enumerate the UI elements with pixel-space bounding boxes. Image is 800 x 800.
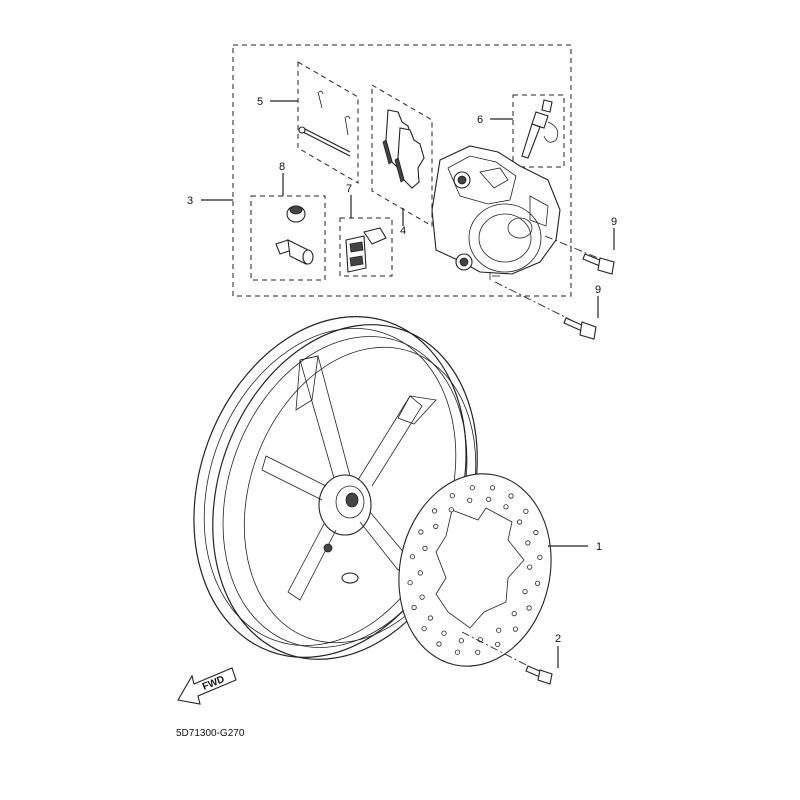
- disc-hole: [534, 580, 541, 586]
- callout-9-upper: 9: [611, 216, 617, 228]
- callout-3: 3: [187, 195, 193, 207]
- caliper-bolt-lower: 9: [494, 281, 601, 340]
- disc-hole: [486, 496, 492, 502]
- callout-5: 5: [257, 96, 263, 108]
- disc-hole: [469, 485, 475, 491]
- disc-hole: [418, 529, 424, 535]
- callout-1: 1: [596, 541, 602, 553]
- forward-direction-arrow: FWD: [177, 667, 237, 705]
- disc-hole: [522, 588, 528, 595]
- disc-hole: [436, 641, 442, 647]
- disc-hole: [458, 638, 464, 644]
- disc-hole: [467, 497, 473, 503]
- disc-hole: [527, 564, 533, 570]
- disc-hole: [411, 604, 417, 611]
- disc-hole: [508, 493, 514, 499]
- callout-7: 7: [346, 183, 352, 195]
- brake-caliper: [431, 145, 561, 280]
- bleed-screw-kit: 6: [477, 94, 565, 168]
- callout-8: 8: [279, 161, 285, 173]
- disc-hole: [512, 626, 519, 632]
- disc-hole: [503, 504, 509, 510]
- brake-pad-kit: 4: [371, 84, 433, 237]
- disc-hole: [409, 554, 415, 560]
- disc-hole: [496, 627, 502, 633]
- disc-hole: [431, 508, 438, 514]
- callout-2: 2: [555, 633, 561, 645]
- disc-hole: [433, 523, 439, 530]
- disc-hole: [449, 493, 455, 499]
- disc-hole: [417, 570, 423, 576]
- disc-hole: [421, 626, 427, 632]
- disc-hole: [448, 507, 454, 513]
- caliper-seal-kit: 8: [250, 161, 326, 281]
- support-spring-kit: 7: [339, 183, 393, 277]
- caliper-assembly-group: 3: [187, 44, 572, 297]
- disc-hole: [454, 649, 461, 655]
- disc-hole: [526, 605, 532, 611]
- callout-4: 4: [400, 225, 406, 237]
- diagram-code: 5D71300-G270: [176, 728, 245, 739]
- disc-hole: [523, 508, 529, 514]
- disc-hole: [495, 641, 501, 647]
- callout-6: 6: [477, 114, 483, 126]
- disc-hole: [511, 610, 517, 617]
- disc-hole: [516, 519, 523, 525]
- disc-hole: [489, 485, 496, 491]
- disc-hole: [537, 554, 543, 560]
- callout-9-lower: 9: [595, 284, 601, 296]
- disc-hole: [475, 649, 481, 655]
- brake-disc: 1: [398, 473, 602, 667]
- disc-hole: [533, 529, 539, 536]
- pad-pin-kit: 5: [257, 61, 359, 184]
- disc-hole: [422, 545, 428, 552]
- disc-hole: [441, 630, 447, 636]
- disc-bolt: 2: [461, 631, 561, 685]
- disc-hole: [525, 540, 531, 546]
- disc-hole: [427, 615, 433, 621]
- disc-hole: [407, 580, 413, 586]
- caliper-bolt-upper: 9: [544, 216, 617, 275]
- disc-hole: [419, 594, 425, 600]
